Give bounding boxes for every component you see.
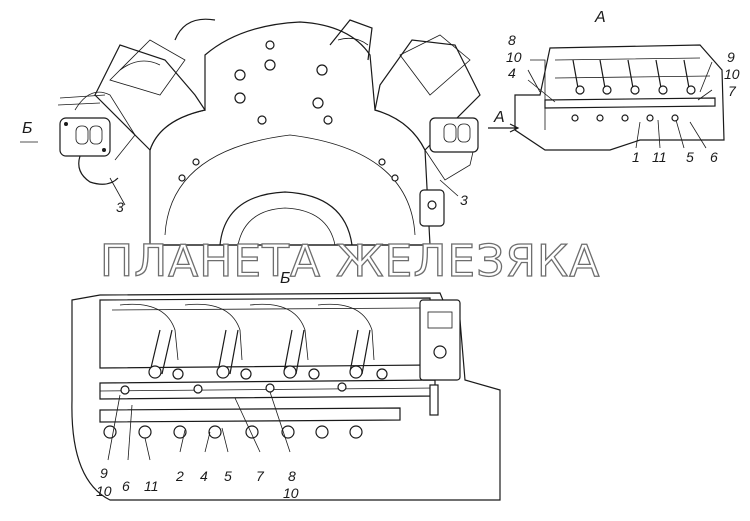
view-b-end-fitting xyxy=(429,384,439,416)
view-b-callout-10-right: 10 xyxy=(283,485,299,501)
callout-3-right: 3 xyxy=(460,192,468,208)
flywheel-opening xyxy=(219,191,353,246)
view-b-indicator: Б xyxy=(22,120,32,137)
view-b-lower-bracket xyxy=(99,407,401,423)
view-a-callout-9: 9 xyxy=(727,49,735,65)
view-a-outline xyxy=(514,44,725,151)
left-cylinder-bank xyxy=(94,44,206,152)
view-b-callout-5: 5 xyxy=(224,468,232,484)
view-b-callout-6: 6 xyxy=(122,478,130,494)
view-a-callout-5: 5 xyxy=(686,149,694,165)
view-b-callout-7: 7 xyxy=(256,468,265,484)
view-a-callout-11: 11 xyxy=(652,149,667,165)
view-b-callout-4: 4 xyxy=(200,468,208,484)
view-a xyxy=(514,44,725,151)
flywheel-housing xyxy=(149,21,431,246)
engine-front-view xyxy=(57,18,481,246)
view-a-callout-8: 8 xyxy=(508,32,516,48)
view-a-callout-10-top: 10 xyxy=(506,49,522,65)
view-a-callout-10-right: 10 xyxy=(724,66,740,82)
left-exhaust-flange xyxy=(59,117,111,157)
callout-3-left: 3 xyxy=(116,199,124,215)
view-b-callout-8: 8 xyxy=(288,468,296,484)
view-b-title: Б xyxy=(280,270,290,287)
view-a-callout-4: 4 xyxy=(508,65,516,81)
right-exhaust-flange xyxy=(429,117,479,153)
view-a-title: А xyxy=(594,9,606,26)
view-b-lower-bolts xyxy=(103,425,363,439)
view-b xyxy=(71,292,501,501)
view-a-callout-6: 6 xyxy=(710,149,718,165)
view-b-fuel-pump xyxy=(419,299,461,381)
view-a-marker-arrow xyxy=(488,123,520,133)
housing-bolts xyxy=(178,40,399,182)
view-b-callout-9: 9 xyxy=(100,465,108,481)
view-a-injectors xyxy=(572,59,696,95)
view-a-callout-7: 7 xyxy=(728,83,737,99)
view-b-rail-clamps xyxy=(120,382,347,395)
view-b-callout-2: 2 xyxy=(175,468,184,484)
view-b-callout-10-left: 10 xyxy=(96,483,112,499)
view-b-injectors xyxy=(148,329,388,380)
view-a-marker: А xyxy=(493,109,505,126)
watermark: ПЛАНЕТА ЖЕЛЕЗЯКА xyxy=(100,236,600,287)
view-b-callout-11: 11 xyxy=(144,478,159,494)
view-a-callout-1: 1 xyxy=(632,149,640,165)
view-a-mount-bolts xyxy=(571,114,679,122)
